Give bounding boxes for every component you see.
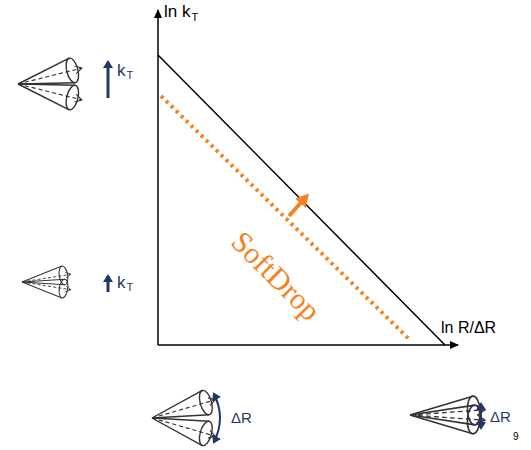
kt-label: k (117, 62, 126, 79)
y-axis (157, 10, 159, 345)
kt-label: k (117, 274, 126, 291)
axis-label: ln R/ΔR (441, 320, 496, 336)
cone-pair-large-dr (149, 388, 219, 448)
cone-pair-small-dr (409, 395, 486, 434)
dr-arc-arrow (214, 394, 220, 442)
axis-label-subscript: T (191, 12, 198, 23)
kinematic-limit (158, 55, 445, 345)
dr-arrow (480, 404, 482, 428)
page-number: 9 (513, 432, 519, 442)
axis-label: ln k (164, 3, 190, 20)
kt-label-subscript: T (127, 282, 134, 293)
cone-pair-small-kt (21, 265, 73, 299)
kt-label-subscript: T (127, 70, 134, 81)
delta-r-label: ΔR (490, 409, 511, 424)
softdrop-cut-line (161, 96, 410, 340)
softdrop-arrow (289, 198, 305, 216)
softdrop-label: SoftDrop (226, 226, 326, 326)
x-axis (158, 344, 458, 346)
cone-pair-large-kt (15, 56, 85, 112)
delta-r-label: ΔR (231, 410, 252, 425)
kt-arrow (107, 276, 110, 292)
kt-arrow (107, 62, 110, 98)
